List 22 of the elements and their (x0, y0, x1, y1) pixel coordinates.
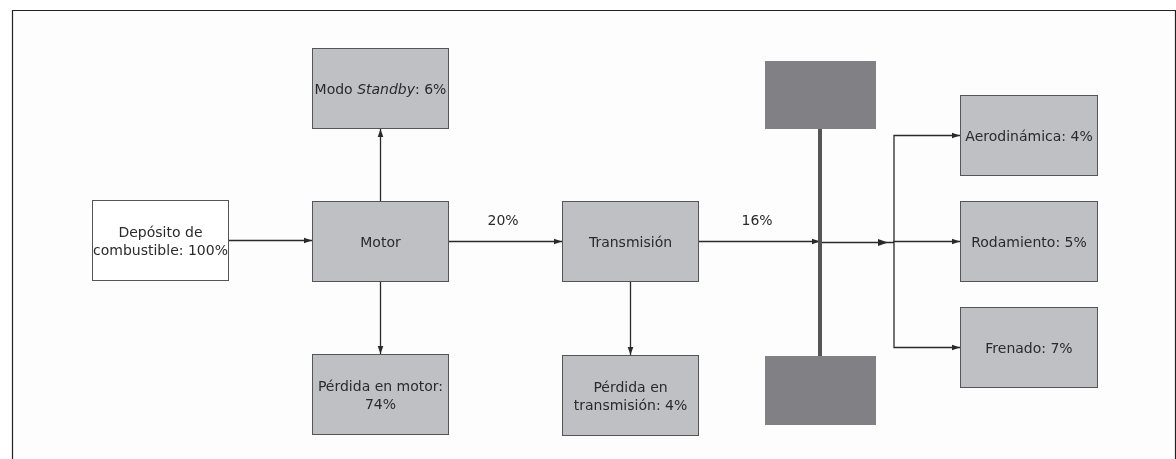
arrow (698, 238, 821, 245)
arrow (893, 238, 961, 245)
process-box: Pérdida en transmisión: 4% (562, 355, 699, 436)
process-box: Modo Standby: 6% (312, 48, 449, 129)
arrow (448, 238, 563, 245)
arrow (228, 237, 313, 244)
process-box: Transmisión (562, 201, 699, 282)
arrow (377, 128, 384, 202)
wheel-block (765, 61, 876, 129)
process-box: Frenado: 7% (960, 307, 1098, 388)
arrow (377, 281, 384, 355)
arrow (819, 239, 895, 246)
arrow (893, 132, 961, 244)
process-box: Aerodinámica: 4% (960, 95, 1098, 176)
arrow (627, 281, 634, 356)
axle-bar (818, 129, 822, 356)
source-box: Depósito de combustible: 100% (92, 200, 229, 281)
process-box: Pérdida en motor: 74% (312, 354, 449, 435)
wheel-block (765, 356, 876, 425)
process-box: Rodamiento: 5% (960, 201, 1098, 282)
process-box: Motor (312, 201, 449, 282)
arrow (893, 241, 961, 351)
